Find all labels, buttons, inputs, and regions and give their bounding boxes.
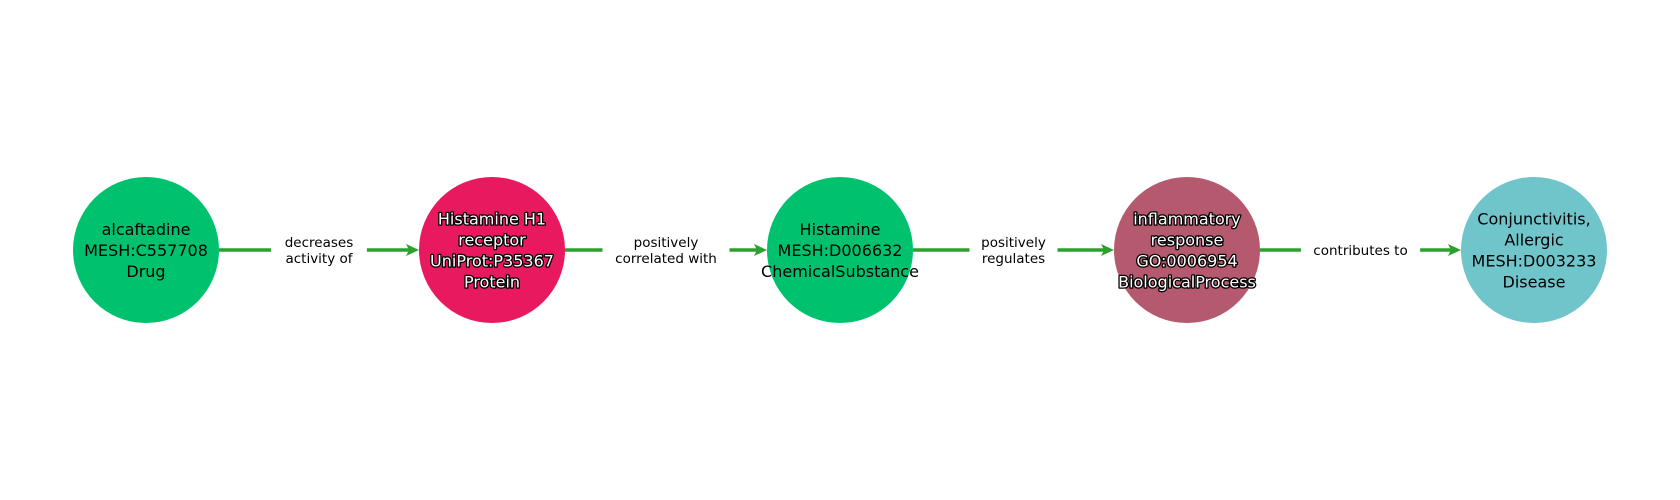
- node-label: Drug: [126, 262, 165, 281]
- edge-label: positively: [634, 235, 699, 251]
- edge-label: activity of: [285, 251, 353, 267]
- node-label: receptor: [458, 231, 526, 250]
- arrowhead-icon: [754, 244, 767, 256]
- node-label: Disease: [1503, 273, 1566, 292]
- node-label: alcaftadine: [102, 220, 191, 239]
- arrowhead-icon: [1448, 244, 1461, 256]
- node-label: BiologicalProcess: [1118, 273, 1256, 292]
- node-label: Protein: [464, 273, 520, 292]
- edge-label-background: [271, 232, 367, 268]
- edge-label-background: [969, 232, 1058, 268]
- node-label: inflammatory: [1133, 210, 1241, 229]
- node-circle[interactable]: [73, 177, 219, 323]
- node-label: UniProt:P35367: [430, 252, 554, 271]
- node-label: Histamine: [800, 220, 881, 239]
- edge-label-background: [1300, 241, 1421, 259]
- node-label: MESH:D006632: [778, 241, 903, 260]
- node-circle[interactable]: [1114, 177, 1260, 323]
- node-label: GO:0006954: [1136, 252, 1237, 271]
- edge-label: decreases: [285, 235, 354, 251]
- node-4[interactable]: Conjunctivitis, AllergicMESH:D003233Disea…: [1461, 177, 1607, 323]
- edge-label: contributes to: [1313, 243, 1407, 259]
- node-label: Histamine H1: [438, 210, 546, 229]
- node-label: ChemicalSubstance: [761, 262, 919, 281]
- node-circle[interactable]: [767, 177, 913, 323]
- node-label: MESH:D003233: [1472, 252, 1597, 271]
- edge-label-background: [602, 232, 730, 268]
- node-label: MESH:C557708: [84, 241, 208, 260]
- arrowhead-icon: [406, 244, 419, 256]
- node-label: Conjunctivitis,: [1477, 210, 1590, 229]
- node-3[interactable]: inflammatory responseGO:0006954Biological…: [1114, 177, 1260, 323]
- node-1[interactable]: Histamine H1 receptorUniProt:P35367Protei…: [419, 177, 565, 323]
- node-label: response: [1151, 231, 1224, 250]
- edge-label: regulates: [982, 251, 1045, 267]
- arrowhead-icon: [1101, 244, 1114, 256]
- node-circle[interactable]: [419, 177, 565, 323]
- edge-label: positively: [981, 235, 1046, 251]
- node-label: Allergic: [1504, 231, 1563, 250]
- node-circle[interactable]: [1461, 177, 1607, 323]
- edge-3: contributes to: [1260, 241, 1461, 259]
- edge-label: correlated with: [615, 251, 717, 267]
